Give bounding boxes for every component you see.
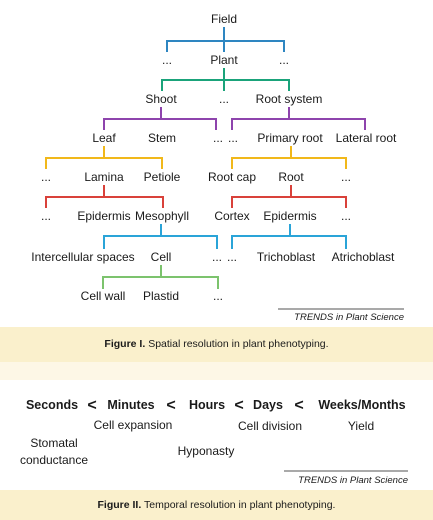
- node-plant-right-ellipsis: ...: [279, 53, 289, 67]
- figure-gap: [0, 362, 433, 380]
- node-root-extra-ellipsis: ...: [228, 131, 238, 145]
- node-cortex: Cortex: [214, 209, 249, 223]
- node-primary-root: Primary root: [257, 131, 323, 145]
- connector-plant: [161, 68, 290, 91]
- node-field: Field: [211, 12, 237, 26]
- node-plant-mid-ellipsis: ...: [219, 92, 229, 106]
- node-lateral-root: Lateral root: [336, 131, 397, 145]
- connector-mesophyll: [103, 224, 218, 249]
- node-shoot-extra-ellipsis: ...: [213, 131, 223, 145]
- node-cell: Cell: [151, 250, 172, 264]
- scale-minutes: Minutes: [107, 398, 154, 412]
- node-leaf-left-ellipsis: ...: [41, 170, 51, 184]
- event-yield: Yield: [348, 419, 374, 433]
- event-stomatal-line-2: conductance: [20, 453, 88, 467]
- temporal-scale-diagram: Seconds < Minutes < Hours < Days < Weeks…: [20, 397, 408, 486]
- node-intercellular-spaces: Intercellular spaces: [31, 250, 134, 264]
- node-plant-left-ellipsis: ...: [162, 53, 172, 67]
- node-mesophyll: Mesophyll: [135, 209, 189, 223]
- node-root-cap: Root cap: [208, 170, 256, 184]
- connector-field: [166, 27, 285, 52]
- scale-seconds: Seconds: [26, 398, 78, 412]
- connector-lamina: [45, 185, 164, 208]
- scale-lt-3: <: [234, 397, 243, 414]
- scale-weeks-months: Weeks/Months: [318, 398, 405, 412]
- node-trichoblast: Trichoblast: [257, 250, 316, 264]
- scale-days: Days: [253, 398, 283, 412]
- scale-hours: Hours: [189, 398, 225, 412]
- node-lamina-left-ellipsis: ...: [41, 209, 51, 223]
- node-lamina: Lamina: [84, 170, 124, 184]
- node-leaf: Leaf: [92, 131, 116, 145]
- connector-root: [231, 185, 347, 208]
- connector-leaf: [45, 146, 163, 169]
- figure-2-credit: TRENDS in Plant Science: [298, 475, 408, 486]
- connector-cell: [102, 265, 219, 289]
- figure-2-panel: [0, 380, 433, 490]
- figure-2-caption-text: Temporal resolution in plant phenotyping…: [144, 499, 336, 511]
- node-petiole: Petiole: [144, 170, 181, 184]
- figure-1-panel: [0, 0, 433, 327]
- figure-2-caption-label: Figure II.: [97, 499, 142, 511]
- node-root-system: Root system: [256, 92, 323, 106]
- node-root: Root: [278, 170, 304, 184]
- scale-lt-2: <: [166, 397, 175, 414]
- figure-1-credit: TRENDS in Plant Science: [294, 312, 404, 323]
- connector-root-epidermis: [231, 224, 347, 249]
- spatial-hierarchy-diagram: Field ... Plant ... Shoot ... Root syste…: [31, 12, 404, 323]
- node-cell-wall: Cell wall: [81, 289, 126, 303]
- event-hyponasty: Hyponasty: [178, 444, 235, 458]
- node-root-epidermis-right-ellipsis: ...: [341, 209, 351, 223]
- node-root-right-ellipsis: ...: [341, 170, 351, 184]
- figure-1-caption: Figure I. Spatial resolution in plant ph…: [0, 338, 433, 350]
- node-leaf-epidermis: Epidermis: [77, 209, 130, 223]
- figure-2-caption: Figure II. Temporal resolution in plant …: [0, 499, 433, 511]
- scale-lt-4: <: [294, 397, 303, 414]
- figure-2-caption-bar: Figure II. Temporal resolution in plant …: [0, 490, 433, 520]
- figure-1-caption-label: Figure I.: [104, 338, 146, 350]
- connector-root-system: [231, 107, 366, 130]
- connector-primary-root: [231, 146, 347, 169]
- node-plant: Plant: [210, 53, 238, 67]
- node-mesophyll-extra-ellipsis: ...: [212, 250, 222, 264]
- event-cell-division: Cell division: [238, 419, 302, 433]
- node-stem: Stem: [148, 131, 176, 145]
- figure-1-caption-bar: Figure I. Spatial resolution in plant ph…: [0, 327, 433, 362]
- node-epidermis-extra-ellipsis: ...: [227, 250, 237, 264]
- scale-lt-1: <: [87, 397, 96, 414]
- figure-1-caption-text: Spatial resolution in plant phenotyping.: [148, 338, 329, 350]
- node-shoot: Shoot: [145, 92, 177, 106]
- node-cell-right-ellipsis: ...: [213, 289, 223, 303]
- node-root-epidermis: Epidermis: [263, 209, 316, 223]
- event-stomatal-line-1: Stomatal: [30, 436, 77, 450]
- node-plastid: Plastid: [143, 289, 179, 303]
- node-atrichoblast: Atrichoblast: [332, 250, 395, 264]
- connector-shoot: [103, 107, 217, 130]
- event-cell-expansion: Cell expansion: [94, 418, 173, 432]
